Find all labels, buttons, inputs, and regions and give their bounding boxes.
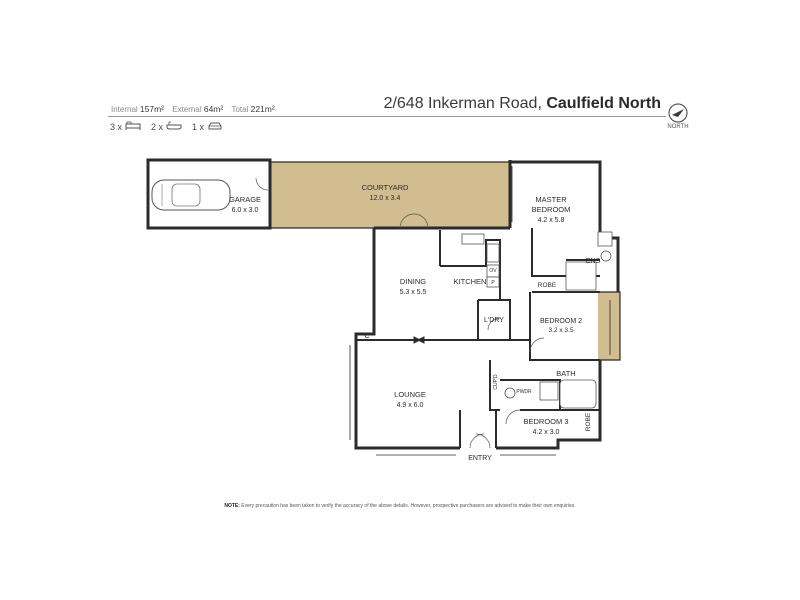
bedroom-2-label: BEDROOM 2 [540, 318, 582, 325]
master-size: 4.2 x 5.8 [538, 217, 565, 224]
ensuite-label: ENS [586, 258, 601, 265]
oven-label: OV [489, 268, 497, 274]
bed-icon [125, 121, 141, 133]
external-value: 64m² [203, 104, 224, 114]
bedroom-3-size: 4.2 x 3.0 [533, 429, 560, 436]
internal-value: 157m² [139, 104, 165, 114]
bedroom-3-label: BEDROOM 3 [523, 417, 568, 426]
external-label: External [172, 105, 202, 114]
car-illustration [151, 179, 231, 211]
car-icon [207, 121, 223, 133]
note-text: Every precaution has been taken to verif… [239, 503, 576, 509]
cupboard-c-label: C [364, 333, 369, 340]
lounge-size: 4.9 x 6.0 [397, 402, 424, 409]
total-label: Total [231, 105, 249, 114]
master-label-1: MASTER [535, 195, 567, 204]
dining-label: DINING [400, 277, 426, 286]
entry-label: ENTRY [468, 455, 492, 462]
sliding-door-arrows [402, 336, 432, 344]
address-street: 2/648 Inkerman Road, [383, 95, 547, 112]
bath-count: 2 x [151, 122, 164, 132]
door-swings [255, 177, 545, 449]
area-stats: Internal 157m² External 64m² Total 221m² [111, 104, 275, 114]
car-count: 1 x [192, 122, 205, 132]
north-label: NORTH [667, 124, 689, 130]
bedroom-2-size: 3.2 x 3.5 [549, 327, 574, 334]
windows [349, 166, 611, 456]
address-suburb: Caulfield North [546, 95, 661, 112]
header-divider [108, 116, 666, 117]
garage-label: GARAGE [229, 195, 261, 204]
dining-size: 5.3 x 5.5 [400, 289, 427, 296]
ensuite-fixtures [565, 231, 613, 291]
robe-label-2: ROBE [585, 412, 592, 431]
property-address: 2/648 Inkerman Road, Caulfield North [384, 95, 661, 113]
internal-label: Internal [111, 105, 138, 114]
north-compass-icon [663, 101, 693, 135]
bed-count: 3 x [110, 122, 123, 132]
bath-icon [166, 121, 182, 133]
disclaimer-note: NOTE: Every precaution has been taken to… [0, 503, 800, 509]
courtyard-area [270, 162, 510, 228]
feature-counts: 3 x 2 x 1 x [110, 121, 230, 133]
side-garden-area [598, 292, 620, 360]
interior-walls [356, 228, 600, 448]
pantry-label: P [491, 280, 495, 286]
lounge-label: LOUNGE [394, 390, 426, 399]
powder-label: PWDR [516, 389, 532, 395]
kitchen-label: KITCHEN [454, 277, 487, 286]
robe-label-1: ROBE [538, 282, 557, 289]
courtyard-label: COURTYARD [362, 183, 409, 192]
cupboard-label: CUP'D [493, 374, 499, 390]
garage-size: 6.0 x 3.0 [232, 207, 259, 214]
laundry-label: L'DRY [484, 317, 504, 324]
bath-label: BATH [556, 369, 575, 378]
courtyard-size: 12.0 x 3.4 [370, 195, 401, 202]
total-value: 221m² [250, 104, 275, 114]
bath-fixtures [504, 379, 597, 409]
note-label: NOTE: [224, 503, 240, 509]
thin-walls [270, 161, 621, 361]
master-label-2: BEDROOM [532, 205, 571, 214]
kitchen-fixtures [461, 233, 500, 288]
